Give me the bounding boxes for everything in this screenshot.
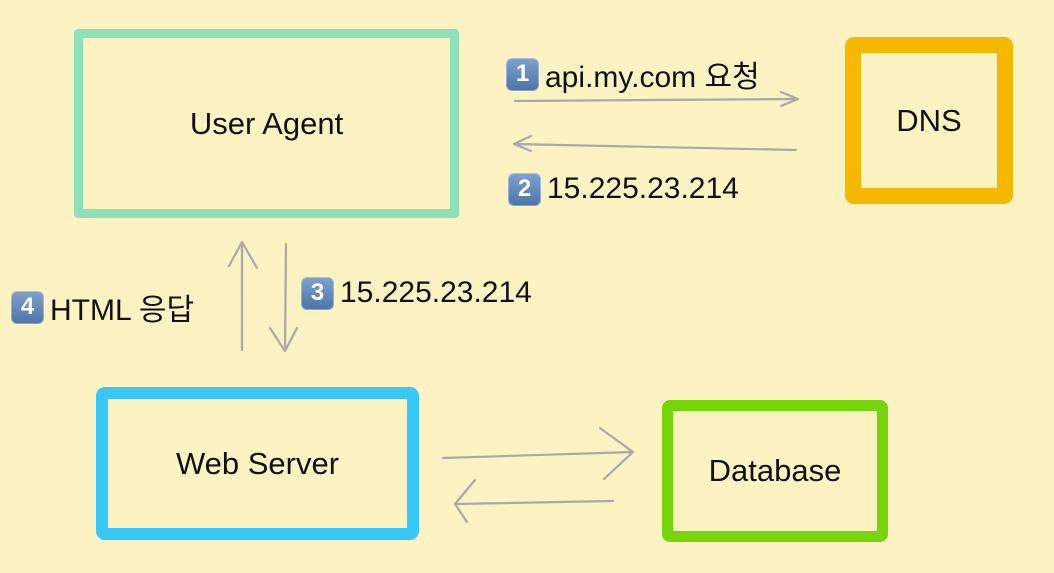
- step-4-text: HTML 응답: [50, 294, 195, 327]
- step-3-badge: 3: [301, 276, 334, 310]
- database-node: Database: [662, 400, 888, 542]
- arrow-database-to-web-server: [453, 478, 615, 524]
- step-2-text: 15.225.23.214: [547, 172, 739, 205]
- arrow-web-server-to-database: [441, 426, 635, 481]
- step-2-label: 2 15.225.23.214: [508, 172, 739, 206]
- database-label: Database: [708, 453, 842, 488]
- step-1-text: api.my.com 요청: [545, 61, 760, 94]
- web-server-node: Web Server: [96, 387, 419, 540]
- step-4-label: 4 HTML 응답: [11, 285, 194, 329]
- step-1-label: 1 api.my.com 요청: [506, 52, 760, 96]
- step-2-badge: 2: [508, 172, 541, 206]
- arrow-dns-to-user-agent: [512, 134, 798, 153]
- dns-label: DNS: [896, 102, 962, 138]
- user-agent-node: User Agent: [74, 29, 459, 218]
- arrow-web-server-to-user-agent: [227, 240, 259, 352]
- step-4-badge: 4: [11, 290, 44, 324]
- dns-node: DNS: [845, 37, 1013, 204]
- web-server-label: Web Server: [175, 445, 340, 481]
- user-agent-label: User Agent: [189, 105, 344, 141]
- arrow-user-agent-to-web-server: [268, 242, 299, 353]
- step-1-badge: 1: [506, 57, 539, 91]
- step-3-label: 3 15.225.23.214: [301, 276, 532, 310]
- step-3-text: 15.225.23.214: [340, 276, 532, 309]
